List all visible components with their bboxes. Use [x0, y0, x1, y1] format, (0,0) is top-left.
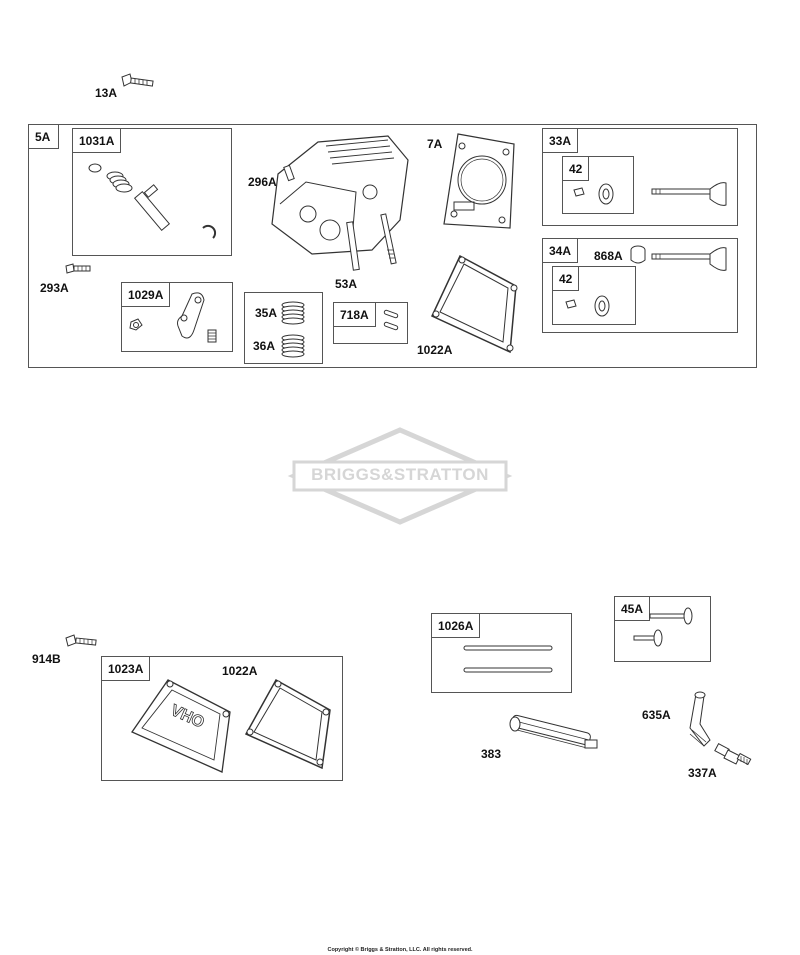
kit-1026a-tab: 1026A	[431, 613, 481, 638]
briggs-stratton-watermark-logo	[287, 427, 513, 525]
kit-718a-tab: 718A	[333, 302, 376, 327]
part-label-635a: 635A	[642, 708, 671, 722]
push-rods-icon	[463, 645, 553, 673]
kit-33a-tab: 33A	[542, 128, 579, 153]
spark-plug-337a-icon	[714, 742, 752, 766]
valve-spring-35a-icon	[281, 301, 305, 325]
copyright-notice: Copyright © Briggs & Stratton, LLC. All …	[327, 947, 473, 953]
part-label-53a: 53A	[335, 277, 358, 291]
kit-1023a-tab: 1023A	[101, 656, 151, 681]
valve-cover-gasket-bottom-icon	[244, 678, 331, 770]
kit-1029a-frame: 1029A	[121, 282, 233, 352]
head-gasket-icon	[443, 133, 515, 229]
part-label-383: 383	[481, 747, 502, 761]
bolt-914b-icon	[65, 634, 97, 647]
rocker-shaft-kit-icon	[88, 163, 217, 239]
valve-seal-868a-icon	[630, 245, 646, 264]
part-label-13a: 13A	[95, 86, 118, 100]
kit-45a-tab: 45A	[614, 596, 651, 621]
assembly-5a-frame: 5A	[28, 124, 757, 368]
bolt-13a-icon	[121, 73, 154, 87]
cylinder-head-icon	[271, 135, 409, 271]
valve-cover-gasket-top-icon	[431, 254, 518, 354]
intake-valve-icon	[651, 182, 727, 206]
ignition-armature-383-icon	[509, 714, 598, 749]
kit-34a-frame: 34A	[542, 238, 738, 333]
kit-1031a-tab: 1031A	[72, 128, 122, 153]
part-label-1022a-bottom: 1022A	[222, 664, 258, 678]
spark-plug-boot-635a-icon	[689, 691, 711, 747]
valve-cover-ohv-icon: OHV	[131, 679, 231, 773]
kit-42a-tab: 42	[562, 156, 590, 181]
part-label-35a: 35A	[255, 306, 278, 320]
rocker-arm-icon	[129, 292, 217, 343]
kit-34a-tab: 34A	[542, 238, 579, 263]
part-label-7a: 7A	[427, 137, 443, 151]
dowel-pins-icon	[383, 309, 399, 331]
exhaust-valve-icon	[651, 247, 727, 271]
kit-33a-frame: 33A	[542, 128, 738, 226]
part-label-36a: 36A	[253, 339, 276, 353]
kit-45a-frame: 45A	[614, 596, 711, 662]
part-label-914b: 914B	[32, 652, 61, 666]
part-label-868a: 868A	[594, 249, 623, 263]
kit-1031a-frame: 1031A	[72, 128, 232, 256]
part-label-296a: 296A	[248, 175, 277, 189]
kit-1026a-frame: 1026A	[431, 613, 572, 693]
kit-42a-frame: 42	[562, 156, 634, 214]
watermark-text: BRIGGS&STRATTON	[311, 465, 489, 484]
part-label-337a: 337A	[688, 766, 717, 780]
bolt-293a-icon	[65, 263, 91, 274]
part-label-293a: 293A	[40, 281, 69, 295]
kit-42b-tab: 42	[552, 266, 580, 291]
kit-718a-frame: 718A	[333, 302, 408, 344]
valve-retainer-a-icon	[573, 183, 614, 205]
kit-42b-frame: 42	[552, 266, 636, 325]
kit-1023a-frame: 1023A	[101, 656, 343, 781]
springs-frame	[244, 292, 323, 364]
valve-tappets-icon	[633, 607, 693, 647]
valve-retainer-b-icon	[565, 295, 610, 317]
part-label-1022a-top: 1022A	[417, 343, 453, 357]
assembly-5a-tab: 5A	[28, 124, 60, 149]
kit-1029a-tab: 1029A	[121, 282, 171, 307]
valve-spring-36a-icon	[281, 334, 305, 358]
